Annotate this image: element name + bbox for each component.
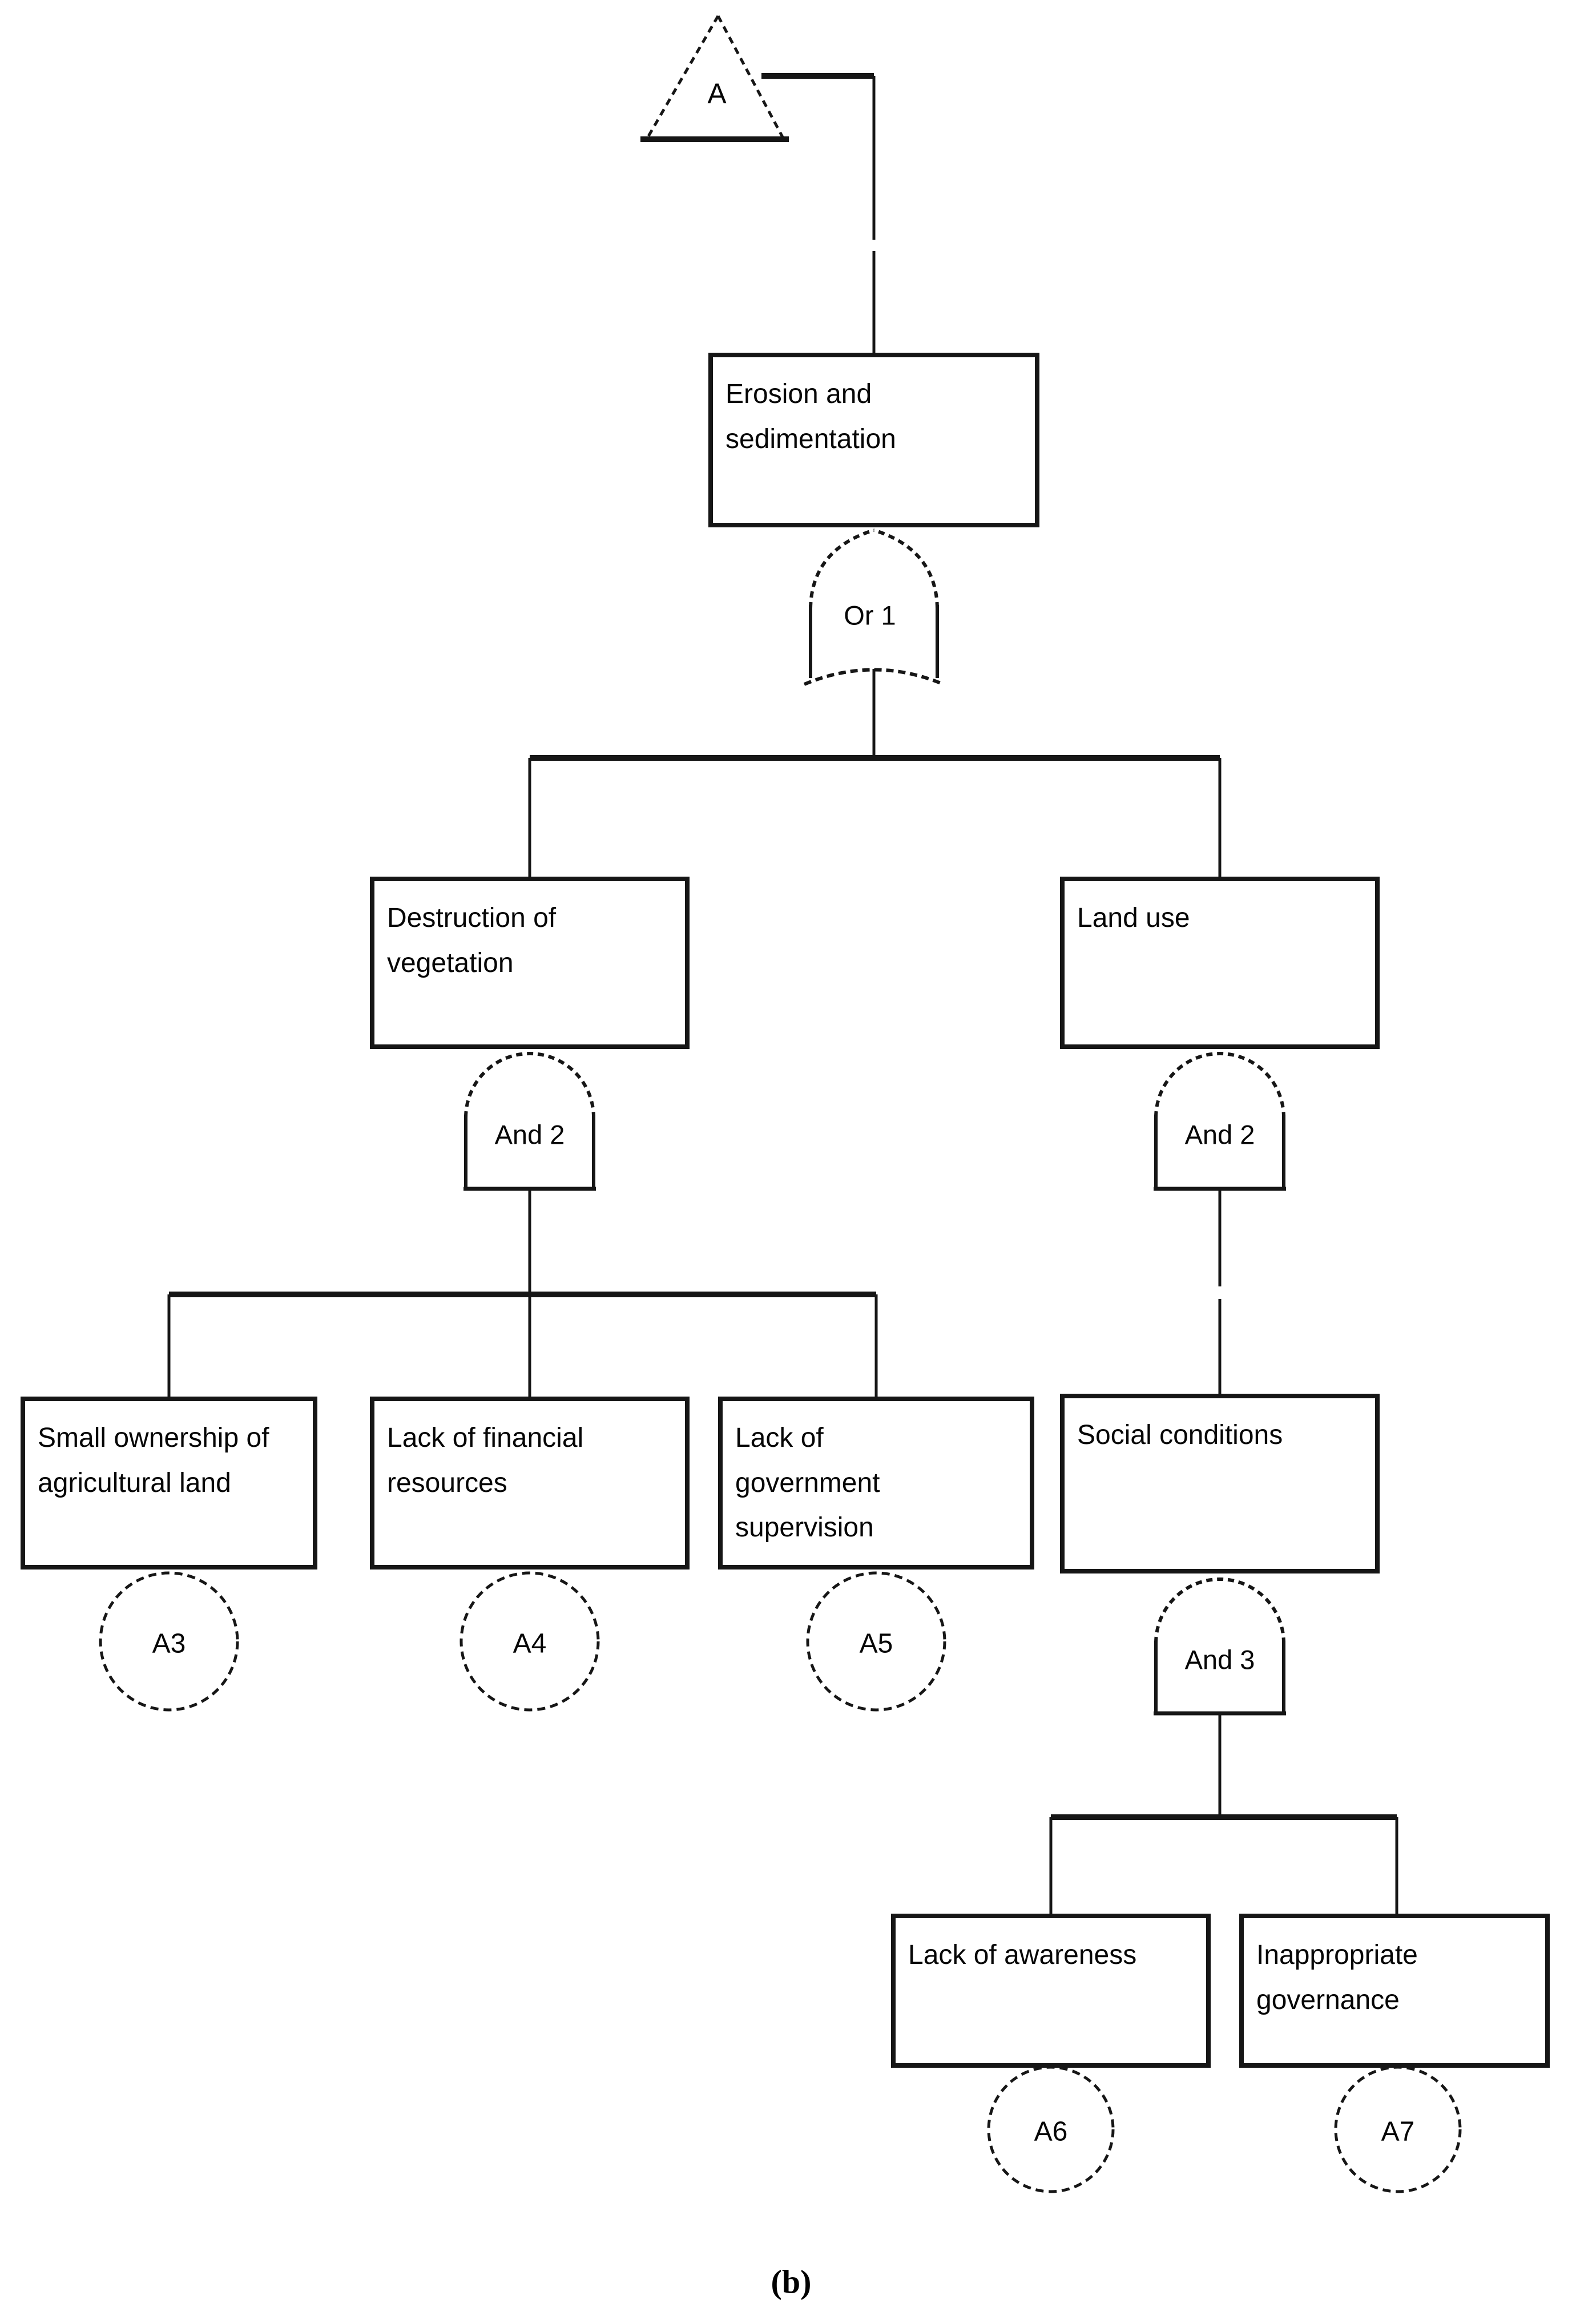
event-box-small-ownership: Small ownership of agricultural land: [21, 1397, 317, 1569]
basic-event-label-a6: A6: [1034, 2116, 1068, 2147]
gate-label-and2-left: And 2: [494, 1119, 565, 1150]
basic-event-label-a7: A7: [1381, 2116, 1415, 2147]
event-label-land-use: Land use: [1077, 903, 1190, 933]
event-label-financial: Lack of financial resources: [387, 1423, 584, 1498]
event-label-government: Lack of government supervision: [735, 1423, 880, 1543]
and-gate-left-arch: [464, 1052, 595, 1118]
gate-label-and2-right: And 2: [1184, 1119, 1255, 1150]
event-label-erosion: Erosion and sedimentation: [725, 379, 896, 454]
basic-event-circle-a5: [806, 1571, 946, 1712]
event-box-destruction: Destruction of vegetation: [370, 877, 690, 1049]
event-label-governance: Inappropriate governance: [1256, 1940, 1418, 2015]
or-gate-sides: [809, 605, 939, 678]
and3-gate-arch: [1154, 1577, 1285, 1644]
event-label-awareness: Lack of awareness: [908, 1940, 1137, 1970]
event-box-land-use: Land use: [1060, 877, 1380, 1049]
basic-event-circle-a3: [99, 1571, 239, 1712]
event-box-financial: Lack of financial resources: [370, 1397, 690, 1569]
event-box-erosion: Erosion and sedimentation: [708, 353, 1039, 527]
transfer-symbol-label: A: [707, 78, 727, 110]
gate-label-or1: Or 1: [844, 600, 896, 631]
basic-event-label-a5: A5: [859, 1628, 893, 1659]
branch-drops-level4: [1049, 1817, 1398, 1917]
or-gate-arch: [809, 528, 939, 609]
event-box-social: Social conditions: [1060, 1394, 1380, 1573]
figure-caption: (b): [771, 2263, 812, 2301]
and3-gate-sides: [1154, 1641, 1285, 1712]
branch-drops-level2: [528, 758, 1222, 879]
basic-event-circle-a4: [459, 1571, 600, 1712]
branch-drops-level3: [167, 1294, 878, 1399]
event-label-destruction: Destruction of vegetation: [387, 903, 557, 978]
event-box-awareness: Lack of awareness: [891, 1914, 1211, 2068]
and-gate-right-sides: [1154, 1115, 1285, 1188]
basic-event-label-a3: A3: [152, 1628, 186, 1659]
basic-event-label-a4: A4: [513, 1628, 547, 1659]
event-box-governance: Inappropriate governance: [1239, 1914, 1550, 2068]
gate-label-and3: And 3: [1184, 1644, 1255, 1675]
and-gate-right-arch: [1154, 1052, 1285, 1118]
event-box-government: Lack of government supervision: [718, 1397, 1034, 1569]
event-label-small-ownership: Small ownership of agricultural land: [38, 1423, 269, 1498]
and-gate-left-sides: [464, 1115, 595, 1188]
or-gate-bottom-curve: [803, 668, 945, 686]
event-label-social: Social conditions: [1077, 1420, 1283, 1450]
